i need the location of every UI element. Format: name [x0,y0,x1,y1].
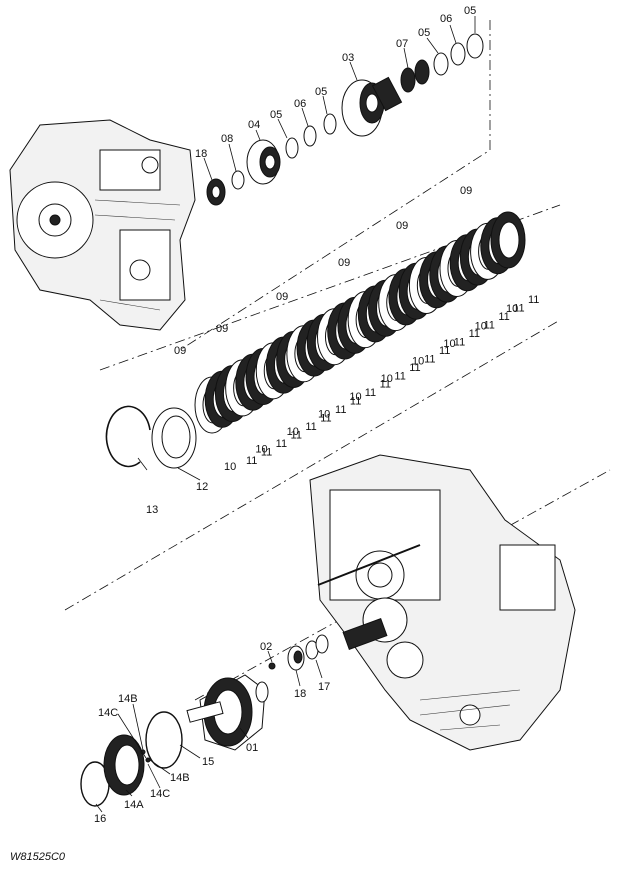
callout-11: 11 [454,336,465,348]
callout-labels: 05 06 05 07 03 05 06 05 04 08 18 09 09 0… [94,5,476,825]
callout-13: 13 [146,504,158,516]
callout-05: 05 [270,109,282,121]
part-02-pin [268,662,276,670]
callout-09: 09 [216,323,228,335]
callout-14b: 14B [118,693,138,705]
callout-07: 07 [396,38,408,50]
part-07-bearing [400,67,416,93]
callout-11: 11 [498,311,509,323]
callout-05: 05 [464,5,476,17]
callout-11: 11 [439,345,450,357]
callout-11: 11 [305,421,316,433]
callout-09: 09 [338,257,350,269]
callout-14c: 14C [150,788,170,800]
callout-11: 11 [513,302,524,314]
callout-18: 18 [195,148,207,160]
callout-18: 18 [294,688,306,700]
part-05-ring [285,137,299,159]
callout-11: 11 [469,328,480,340]
callout-10: 10 [412,356,424,368]
callout-04: 04 [248,119,260,131]
callout-02: 02 [260,641,272,653]
callout-11: 11 [483,319,494,331]
callout-11: 11 [335,404,346,416]
callout-16: 16 [94,813,106,825]
callout-10: 10 [287,426,299,438]
front-cover-parts [80,711,183,807]
callout-09: 09 [460,185,472,197]
drawing-code: W81525C0 [10,851,66,863]
callout-14a: 14A [124,799,144,811]
callout-05: 05 [315,86,327,98]
part-08-ring [231,170,245,190]
clutch-disc-bore [498,221,520,259]
callout-10: 10 [318,408,330,420]
pack-callout-labels: 1010101010101010101011111111111111111111… [224,294,539,473]
callout-14c: 14C [98,707,118,719]
callout-09: 09 [276,291,288,303]
callout-11: 11 [365,387,376,399]
part-14c-pin [145,757,151,763]
callout-09: 09 [396,220,408,232]
callout-11: 11 [424,353,435,365]
transmission-housing-upper [9,119,196,331]
callout-06: 06 [294,98,306,110]
part-05-ring [433,52,449,76]
callout-08: 08 [221,133,233,145]
callout-10: 10 [349,391,361,403]
callout-11: 11 [528,294,539,306]
callout-11: 11 [246,455,257,467]
callout-11: 11 [291,430,302,442]
callout-10: 10 [475,321,487,333]
callout-09: 09 [174,345,186,357]
callout-12: 12 [196,481,208,493]
snap-ring-and-plate [105,405,197,469]
callout-11: 11 [394,370,405,382]
callout-14b: 14B [170,772,190,784]
callout-15: 15 [202,756,214,768]
callout-10: 10 [506,303,518,315]
part-05-ring [323,113,337,135]
callout-11: 11 [261,447,272,459]
transmission-housing-lower [309,454,576,751]
callout-11: 11 [276,438,287,450]
part-05-ring [466,33,484,59]
lower-shaft-parts [186,634,329,751]
part-13-snap-ring [105,405,151,468]
clutch-disc-pack [194,211,526,434]
part-06-ring [303,125,317,147]
callout-03: 03 [342,52,354,64]
callout-11: 11 [409,362,420,374]
part-06-ring [450,42,466,66]
callout-01: 01 [246,742,258,754]
callout-05: 05 [418,27,430,39]
callout-10: 10 [381,373,393,385]
callout-17: 17 [318,681,330,693]
part-15-seal-ring [145,711,183,769]
callout-11: 11 [380,379,391,391]
callout-10: 10 [443,338,455,350]
upper-shaft-parts [206,33,484,206]
callout-06: 06 [440,13,452,25]
leader-lines [95,16,476,813]
callout-11: 11 [320,413,331,425]
callout-10: 10 [255,443,267,455]
callout-10: 10 [224,461,236,473]
callout-11: 11 [350,396,361,408]
